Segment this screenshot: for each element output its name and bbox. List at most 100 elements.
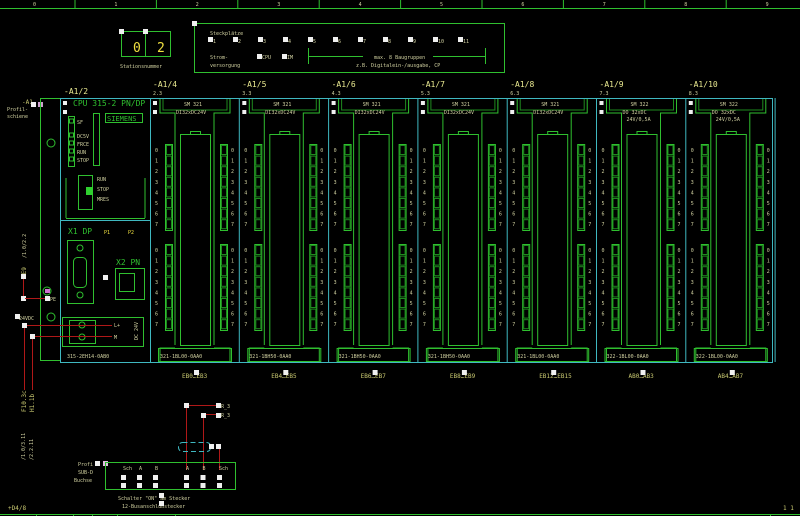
terminal-strip <box>220 244 228 331</box>
slot-marker <box>258 37 263 42</box>
pe9-label: PE9 <box>21 267 28 278</box>
terminal-strip <box>343 244 352 331</box>
channel-number: 5 <box>588 201 591 207</box>
slot-number-2: 2 <box>238 39 241 45</box>
module-description: DI32xDC24V <box>265 110 295 116</box>
terminal-strip <box>487 144 496 231</box>
connector-pin-b: B <box>203 466 206 472</box>
terminal-strip <box>432 144 441 231</box>
channel-number: 1 <box>678 159 681 165</box>
terminal-strip <box>755 144 764 231</box>
channel-number: 0 <box>499 248 502 254</box>
ruler-column-1: 1 <box>114 2 117 8</box>
module-address-range: EB8…EB9 <box>450 373 476 380</box>
channel-number: 5 <box>588 301 591 307</box>
channel-number: 6 <box>602 312 605 318</box>
m-label: M <box>114 335 117 341</box>
channel-number: 2 <box>512 269 515 275</box>
channel-number: 7 <box>767 222 770 228</box>
terminal-strip <box>343 144 352 231</box>
channel-number: 4 <box>691 190 694 196</box>
channel-number: 4 <box>678 290 681 296</box>
station-digit-1: 0 <box>133 41 141 56</box>
module-order-number: 322-1BL00-0AA0 <box>696 354 738 360</box>
channel-number: 5 <box>334 201 337 207</box>
slot-number-1: 1 <box>213 39 216 45</box>
ruler-column-7: 7 <box>603 2 606 8</box>
channel-number: 3 <box>423 180 426 186</box>
channel-number: 7 <box>767 322 770 328</box>
channel-number: 2 <box>602 269 605 275</box>
connector-label-1: Profi <box>78 462 93 468</box>
channel-number: 7 <box>334 322 337 328</box>
channel-number: 3 <box>691 180 694 186</box>
channel-number: 6 <box>244 312 247 318</box>
channel-number: 2 <box>588 269 591 275</box>
channel-number: 3 <box>334 280 337 286</box>
channel-number: 2 <box>410 269 413 275</box>
slot-number-10: 10 <box>438 39 444 45</box>
channel-number: 6 <box>499 212 502 218</box>
power-supply-label-1: Strom- <box>210 55 228 61</box>
module-type: SM 321 <box>452 102 470 108</box>
terminal-strip <box>755 244 764 331</box>
pn-port[interactable] <box>115 268 145 300</box>
led-indicator <box>69 156 74 162</box>
terminal-strip <box>254 244 263 331</box>
channel-number: 0 <box>588 248 591 254</box>
channel-number: 1 <box>423 259 426 265</box>
module-position: 3.3 <box>242 91 251 97</box>
module-order-number: 321-1BH50-0AA0 <box>428 354 470 360</box>
channel-number: 7 <box>244 322 247 328</box>
channel-number: 7 <box>602 322 605 328</box>
channel-number: 2 <box>602 169 605 175</box>
channel-number: 2 <box>244 169 247 175</box>
channel-number: 0 <box>602 248 605 254</box>
pe9-reference: /1.0/2.2 <box>22 234 28 258</box>
channel-number: 3 <box>423 280 426 286</box>
channel-number: 3 <box>512 180 515 186</box>
channel-number: 3 <box>602 280 605 286</box>
h1-reference: /2.2.11 <box>29 439 35 460</box>
module-position: 6.3 <box>510 91 519 97</box>
channel-number: 6 <box>691 312 694 318</box>
channel-number: 6 <box>410 312 413 318</box>
channel-number: 6 <box>678 312 681 318</box>
power-supply-label-2: versorgung <box>210 63 240 69</box>
mode-switch[interactable] <box>86 187 93 195</box>
channel-number: 5 <box>231 201 234 207</box>
channel-number: 3 <box>244 280 247 286</box>
channel-number: 6 <box>155 312 158 318</box>
channel-number: 4 <box>499 190 502 196</box>
terminal-strip <box>666 244 675 331</box>
dp-port[interactable] <box>67 240 94 304</box>
terminal-strip <box>522 244 531 331</box>
slot-number-8: 8 <box>388 39 391 45</box>
slot-marker <box>383 37 388 42</box>
channel-number: 4 <box>320 290 323 296</box>
channel-number: 3 <box>512 280 515 286</box>
cpu-module[interactable]: -A1/2 CPU 315-2 PN/DP SIEMENS SFDC5VFRCE… <box>60 87 151 362</box>
channel-number: 2 <box>767 169 770 175</box>
channel-number: 4 <box>155 290 158 296</box>
channel-number: 2 <box>334 269 337 275</box>
station-number-box: 0 2 Stationsnummer <box>119 29 171 70</box>
channel-number: 2 <box>499 169 502 175</box>
slot-number-4: 4 <box>288 39 291 45</box>
channel-number: 2 <box>691 169 694 175</box>
slot-marker <box>458 37 463 42</box>
module-tag: -A1/9 <box>600 80 624 89</box>
channel-number: 1 <box>767 159 770 165</box>
switch-label-run: RUN <box>97 177 106 183</box>
channel-number: 1 <box>410 159 413 165</box>
channel-number: 3 <box>155 180 158 186</box>
